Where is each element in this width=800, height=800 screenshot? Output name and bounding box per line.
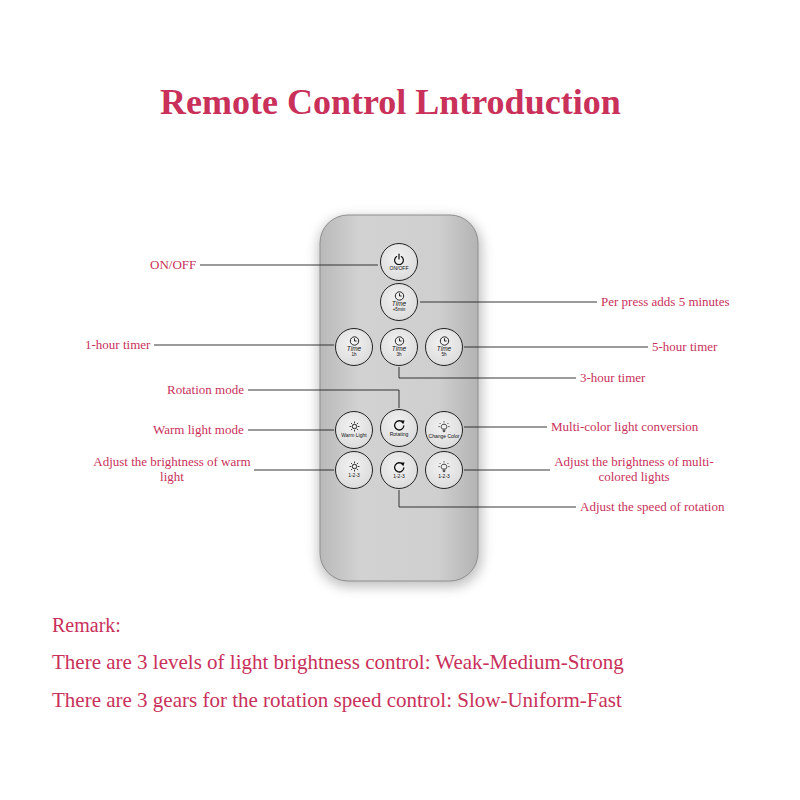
callout-label: Per press adds 5 minutes bbox=[601, 295, 730, 310]
callout-label: 1-hour timer bbox=[85, 338, 150, 353]
remote-button: 1-2-3 bbox=[425, 451, 463, 489]
button-text: 1h bbox=[351, 353, 356, 358]
bulb-icon bbox=[438, 461, 450, 473]
sun-icon bbox=[349, 421, 360, 432]
button-text: Time bbox=[392, 301, 406, 308]
callout-label: Adjust the brightness of multi-colored l… bbox=[554, 455, 714, 485]
bulb-icon bbox=[438, 421, 450, 433]
callout-label: Adjust the speed of rotation bbox=[580, 500, 724, 515]
button-text: Time bbox=[347, 346, 361, 353]
button-text: Change Color bbox=[429, 434, 460, 439]
remote-button: Warm Light bbox=[335, 411, 373, 449]
button-text: Warm Light bbox=[341, 433, 366, 438]
rotate-icon bbox=[393, 419, 406, 431]
callout-label: 3-hour timer bbox=[580, 371, 645, 386]
button-text: +5min bbox=[393, 308, 406, 313]
remote-button: 1-2-3 bbox=[380, 451, 418, 489]
rotate-icon bbox=[393, 461, 406, 473]
power-icon bbox=[393, 253, 405, 265]
clock-icon bbox=[349, 336, 360, 346]
title: Remote Control Lntroduction bbox=[160, 82, 621, 123]
remote-button: Time1h bbox=[335, 328, 373, 366]
callout-label: 5-hour timer bbox=[652, 340, 717, 355]
button-text: Rotating bbox=[390, 432, 409, 437]
remote-button: ON/OFF bbox=[380, 243, 418, 281]
button-text: Time bbox=[392, 346, 406, 353]
clock-icon bbox=[394, 336, 405, 346]
remote-button: Time5h bbox=[425, 328, 463, 366]
sun-icon bbox=[349, 461, 360, 472]
button-text: 1-2-3 bbox=[393, 474, 405, 479]
remote-button: Change Color bbox=[425, 411, 463, 449]
remote-button: Time+5min bbox=[380, 283, 418, 321]
clock-icon bbox=[439, 336, 450, 346]
remote-button: 1-2-3 bbox=[335, 451, 373, 489]
button-text: 3h bbox=[396, 353, 401, 358]
button-text: 5h bbox=[441, 353, 446, 358]
callout-label: Warm light mode bbox=[153, 423, 244, 438]
leader-lines bbox=[154, 265, 648, 507]
clock-icon bbox=[394, 291, 405, 301]
callout-label: ON/OFF bbox=[150, 258, 196, 273]
remote-button: Rotating bbox=[380, 409, 418, 447]
button-text: ON/OFF bbox=[390, 266, 409, 271]
button-text: 1-2-3 bbox=[438, 474, 450, 479]
callout-label: Adjust the brightness of warm light bbox=[92, 455, 252, 485]
button-text: 1-2-3 bbox=[348, 473, 360, 478]
button-text: Time bbox=[437, 346, 451, 353]
remark-text: There are 3 levels of light brightness c… bbox=[52, 650, 624, 674]
remote-button: Time3h bbox=[380, 328, 418, 366]
callout-label: Rotation mode bbox=[167, 383, 244, 398]
callout-label: Multi-color light conversion bbox=[551, 420, 698, 435]
remark-text: There are 3 gears for the rotation speed… bbox=[52, 688, 622, 712]
remark-text: Remark: bbox=[52, 614, 121, 637]
